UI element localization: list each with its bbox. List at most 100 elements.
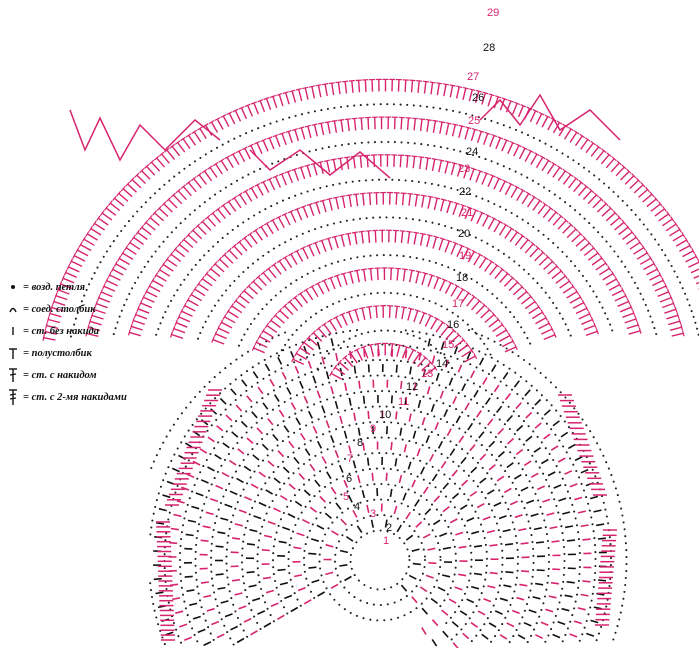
stitch-cap (345, 232, 352, 235)
stitch-cap (411, 155, 418, 158)
stitch (622, 231, 633, 240)
chain-dot (153, 609, 156, 612)
stitch-cap (257, 99, 264, 103)
stitch (552, 166, 561, 178)
chain-dot (274, 579, 277, 583)
chain-dot (439, 146, 442, 149)
stitch (60, 283, 72, 290)
stitch-cap (648, 255, 653, 262)
symbol-legend: = возд. петля = соед. столбик = ст. без … (4, 276, 174, 408)
stitch (419, 312, 425, 325)
stitch (302, 518, 310, 525)
stitch (401, 193, 405, 206)
stitch-cap (645, 186, 650, 193)
chain-dot (517, 354, 520, 358)
stitch (580, 468, 589, 474)
stitch (585, 142, 594, 154)
chain-dot (429, 591, 432, 595)
chain-dot (284, 343, 287, 346)
chain-dot (213, 591, 216, 594)
chain-dot (471, 456, 474, 460)
stitch (277, 216, 285, 229)
stitch (222, 204, 232, 216)
chain-dot (294, 523, 297, 527)
stitch-cap (269, 94, 276, 98)
chain-dot (275, 120, 278, 123)
chain-dot (513, 260, 516, 263)
stitch-cap (567, 172, 574, 177)
chain-dot (399, 103, 402, 106)
stitch (440, 199, 445, 212)
chain-dot (459, 150, 462, 153)
stitch-cap (254, 339, 259, 346)
chain-dot (625, 563, 628, 566)
chain-dot (226, 232, 229, 235)
stitch (483, 133, 489, 145)
stitch-cap (217, 256, 223, 262)
chain-dot (392, 216, 395, 219)
stitch (176, 500, 185, 504)
stitch (367, 364, 370, 373)
chain-dot (520, 173, 523, 176)
stitch (575, 307, 588, 315)
chain-dot (417, 535, 420, 538)
chain-dot (314, 337, 317, 340)
chain-dot (277, 404, 280, 407)
chain-dot (424, 340, 427, 343)
chain-dot (575, 593, 579, 596)
chain-dot (337, 344, 340, 347)
stitch (345, 535, 354, 542)
stitch (156, 157, 166, 168)
stitch (552, 122, 561, 134)
chain-dot (440, 453, 443, 456)
stitch-cap (225, 308, 231, 315)
stitch-cap (301, 339, 307, 346)
chain-dot (556, 246, 559, 249)
chain-dot (263, 601, 267, 604)
chain-dot (326, 107, 329, 110)
chain-dot (339, 394, 342, 397)
stitch-cap (66, 263, 71, 270)
chain-dot (348, 591, 351, 594)
chain-dot (484, 117, 487, 120)
chain-dot (505, 347, 508, 350)
chain-dot (168, 179, 171, 182)
chain-dot (272, 573, 275, 576)
stitch-cap (418, 118, 426, 121)
chain-dot (435, 579, 438, 582)
stitch (252, 597, 261, 602)
chain-dot (292, 472, 295, 475)
chain-dot (341, 511, 344, 514)
chain-dot (558, 518, 562, 521)
stitch (153, 577, 162, 581)
stitch-cap (676, 312, 680, 319)
chain-dot (334, 144, 337, 148)
chain-dot (279, 290, 282, 293)
chain-dot (349, 553, 352, 557)
stitch (417, 357, 427, 368)
chain-dot (601, 235, 604, 238)
chain-dot (362, 421, 365, 425)
stitch (562, 224, 572, 234)
chain-dot (219, 413, 222, 416)
stitch-cap (374, 342, 381, 345)
stitch-cap (317, 160, 324, 164)
chain-dot (516, 548, 519, 551)
chain-dot (285, 382, 288, 385)
stitch (413, 118, 416, 131)
stitch-cap (548, 205, 554, 211)
stitch (524, 301, 536, 310)
chain-dot (599, 448, 602, 451)
chain-dot (419, 104, 422, 108)
stitch-cap (48, 310, 52, 317)
chain-dot (352, 487, 356, 490)
chain-dot (437, 469, 440, 472)
chain-dot (360, 536, 363, 539)
chain-dot (544, 142, 547, 145)
chain-dot (564, 201, 567, 204)
stitch-cap (469, 347, 474, 354)
chain-dot (578, 213, 581, 216)
chain-dot (555, 307, 558, 310)
chain-dot (366, 602, 369, 605)
chain-dot (277, 465, 280, 468)
